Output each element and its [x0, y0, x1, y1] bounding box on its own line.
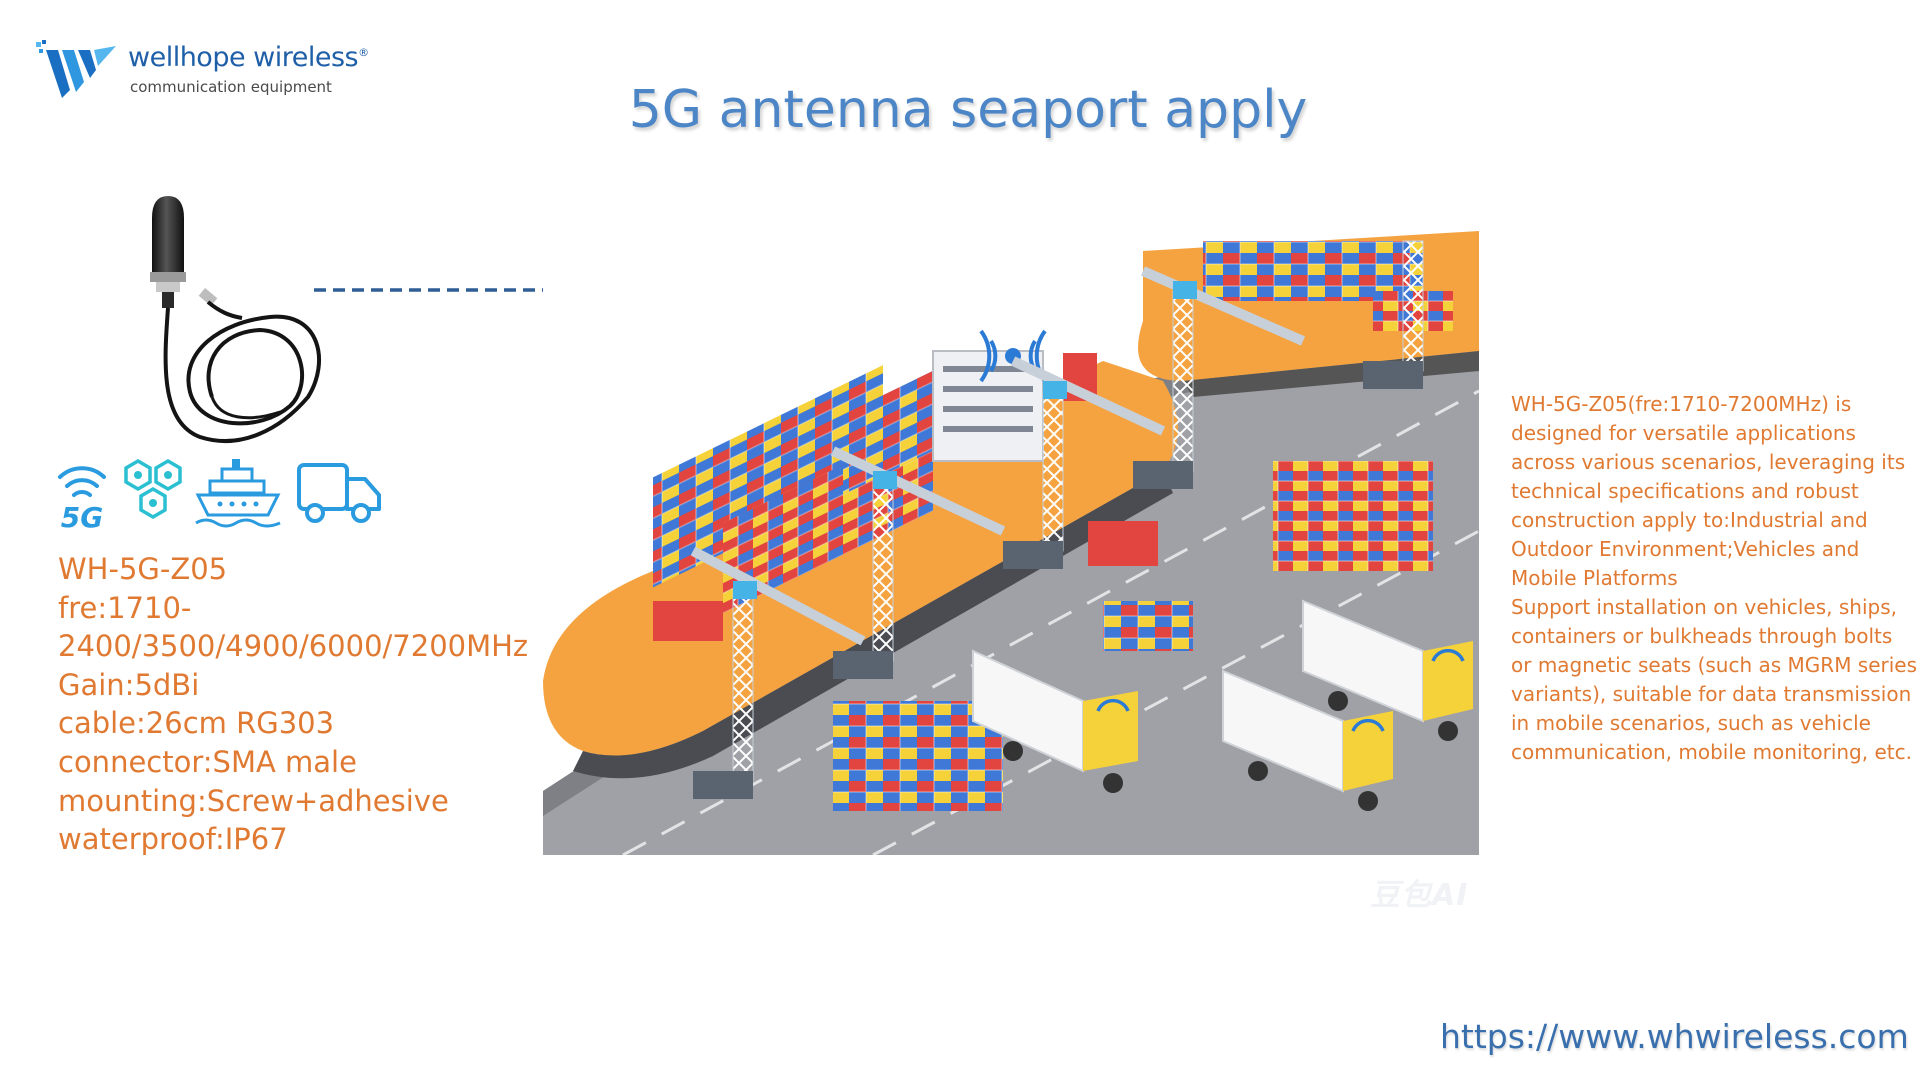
5g-label: 5G [61, 501, 103, 529]
brand-tagline: communication equipment [130, 78, 332, 96]
spec-cable: cable:26cm RG303 [58, 706, 335, 741]
cruise-ship-icon [195, 459, 281, 528]
spec-waterproof: waterproof:IP67 [58, 822, 288, 857]
hexagon-network-icon [124, 458, 182, 520]
description-paragraph-applications: WH-5G-Z05(fre:1710-7200MHz) is designed … [1511, 392, 1906, 590]
description-paragraph-installation: Support installation on vehicles, ships,… [1511, 595, 1918, 764]
spec-gain: Gain:5dBi [58, 667, 200, 702]
spec-list: WH-5G-Z05 fre:1710- 2400/3500/4900/6000/… [58, 550, 529, 859]
antenna-image [150, 196, 322, 443]
spec-connector: connector:SMA male [58, 744, 357, 779]
application-description: WH-5G-Z05(fre:1710-7200MHz) is designed … [1511, 390, 1919, 767]
spec-mounting: mounting:Screw+adhesive [58, 783, 449, 818]
watermark: 豆包AI [1370, 878, 1469, 913]
brand-name: wellhope wireless® [128, 42, 369, 73]
website-link[interactable]: https://www.whwireless.com [1440, 1017, 1909, 1056]
spec-model: WH-5G-Z05 [58, 552, 228, 586]
page-title: 5G antenna seaport apply [628, 80, 1308, 140]
spec-frequency-bands: 2400/3500/4900/6000/7200MHz [58, 629, 529, 664]
seaport-illustration [543, 231, 1479, 855]
5g-wifi-icon: 5G [58, 466, 106, 529]
delivery-truck-icon [297, 463, 381, 523]
spec-frequency: fre:1710- [58, 590, 192, 625]
brand-logo-icon [36, 40, 116, 98]
